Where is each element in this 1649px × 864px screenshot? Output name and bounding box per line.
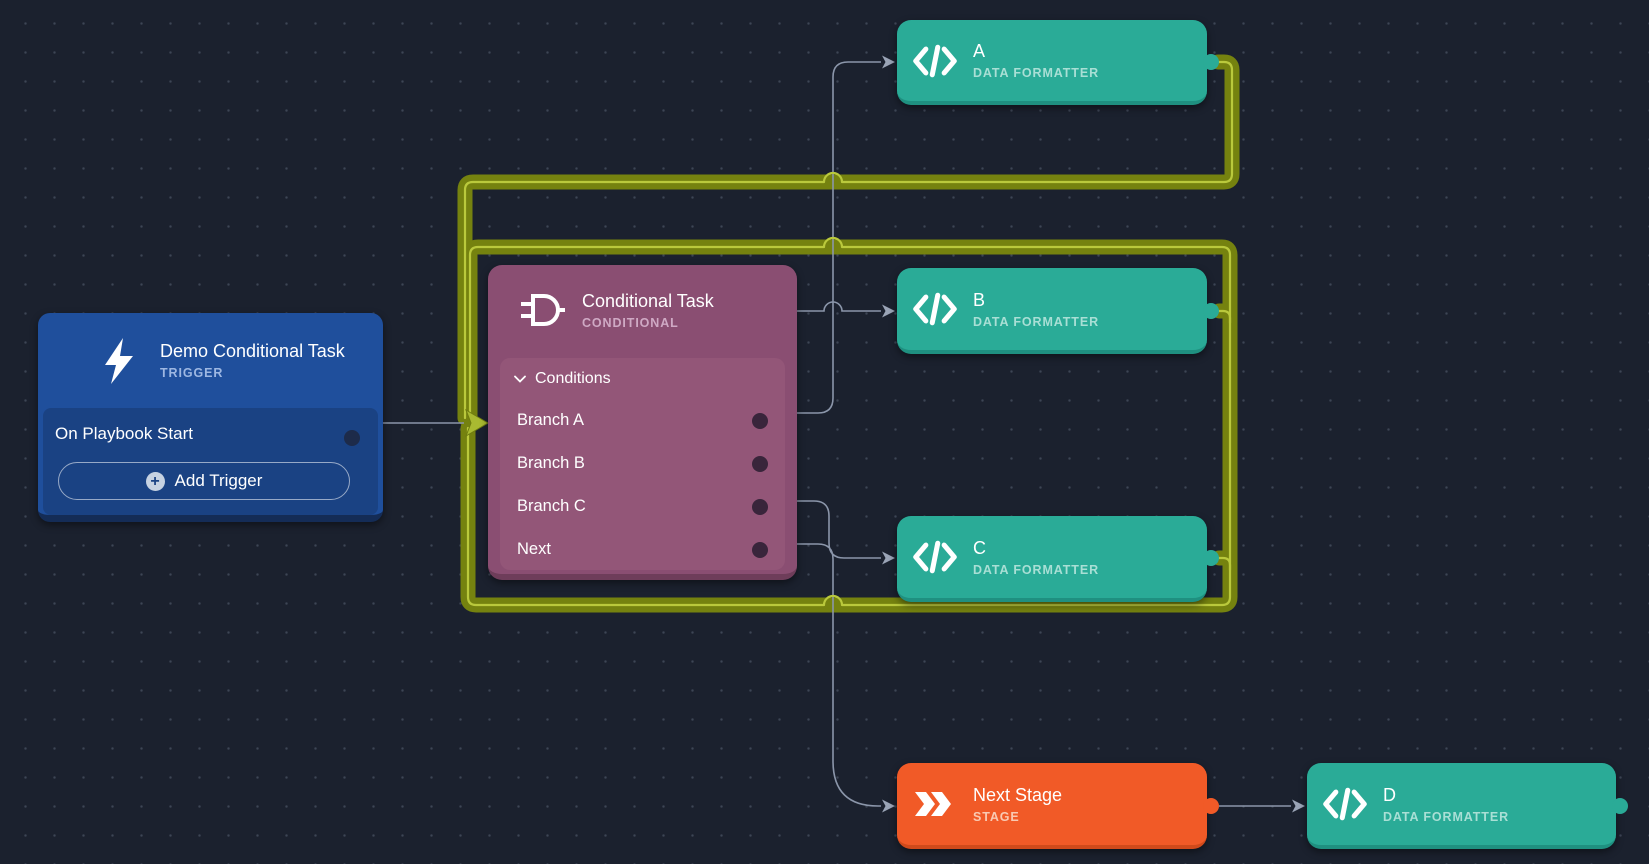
next-stage-node[interactable]: Next Stage STAGE — [897, 763, 1207, 849]
code-icon — [913, 43, 957, 79]
code-icon — [913, 539, 957, 575]
trigger-output-port[interactable] — [344, 430, 360, 446]
chevron-down-icon — [514, 375, 526, 383]
formatter-c-title: C — [973, 537, 986, 558]
trigger-node-title: Demo Conditional Task — [160, 341, 345, 361]
branch-a-label: Branch A — [517, 411, 584, 429]
conditional-node[interactable]: Conditional Task CONDITIONAL Conditions … — [488, 265, 797, 580]
formatter-b-node[interactable]: B DATA FORMATTER — [897, 268, 1207, 354]
stage-chevrons-icon — [913, 792, 957, 816]
branch-row-a[interactable]: Branch A — [500, 399, 785, 442]
branch-b-port[interactable] — [752, 456, 768, 472]
trigger-row-label: On Playbook Start — [55, 424, 193, 443]
branch-b-label: Branch B — [517, 454, 585, 472]
formatter-a-type-label: DATA FORMATTER — [973, 66, 1100, 80]
formatter-d-title: D — [1383, 784, 1396, 805]
loop-edge-around — [466, 236, 1232, 607]
next-stage-title: Next Stage — [973, 784, 1063, 805]
formatter-c-type-label: DATA FORMATTER — [973, 562, 1100, 577]
conditions-header-label: Conditions — [535, 369, 611, 387]
add-trigger-label: Add Trigger — [174, 471, 263, 490]
code-icon — [1323, 786, 1367, 822]
next-stage-output-port[interactable] — [1203, 798, 1219, 814]
arrowhead-into-c — [882, 551, 895, 565]
next-stage-type-label: STAGE — [973, 809, 1020, 824]
arrowhead-into-a — [882, 55, 895, 69]
code-icon — [913, 291, 957, 327]
formatter-a-node[interactable]: A DATA FORMATTER — [897, 20, 1207, 105]
trigger-node-type-label: TRIGGER — [160, 366, 224, 380]
branch-c-port[interactable] — [752, 499, 768, 515]
formatter-d-output-port[interactable] — [1612, 798, 1628, 814]
highlighted-entry-arrowhead — [465, 408, 489, 438]
conditions-collapse-header[interactable]: Conditions — [500, 358, 785, 399]
edge-branch-a-to-formatter-a — [797, 61, 881, 414]
branch-c-label: Branch C — [517, 497, 586, 515]
loop-tap-from-c — [1217, 556, 1232, 572]
edge-next-to-stage — [797, 543, 881, 807]
lightning-bolt-icon — [102, 337, 136, 384]
formatter-b-title: B — [973, 289, 986, 310]
conditions-panel: Conditions Branch A Branch B Branch C Ne… — [500, 358, 785, 570]
plus-icon: + — [145, 471, 165, 491]
trigger-row-on-playbook-start[interactable]: On Playbook Start — [43, 408, 378, 460]
edge-branch-c-to-formatter-c — [797, 500, 881, 559]
edge-conditional-to-formatter-b — [797, 301, 881, 312]
arrowhead-into-d — [1292, 799, 1305, 813]
add-trigger-button[interactable]: + Add Trigger — [58, 462, 350, 500]
loop-edge-from-a — [463, 60, 1234, 420]
formatter-c-node[interactable]: C DATA FORMATTER — [897, 516, 1207, 602]
formatter-b-type-label: DATA FORMATTER — [973, 314, 1100, 329]
formatter-d-type-label: DATA FORMATTER — [1383, 809, 1510, 824]
trigger-panel: On Playbook Start + Add Trigger — [43, 408, 378, 515]
branch-next-label: Next — [517, 540, 551, 558]
highlighted-loop-lines[interactable] — [463, 60, 1234, 607]
branch-row-b[interactable]: Branch B — [500, 442, 785, 485]
formatter-c-output-port[interactable] — [1203, 550, 1219, 566]
conditional-node-type-label: CONDITIONAL — [582, 315, 679, 330]
formatter-b-output-port[interactable] — [1203, 303, 1219, 319]
formatter-d-node[interactable]: D DATA FORMATTER — [1307, 763, 1616, 849]
branch-a-port[interactable] — [752, 413, 768, 429]
arrowhead-into-b — [882, 304, 895, 318]
logic-gate-icon — [520, 291, 566, 329]
conditional-node-title: Conditional Task — [582, 290, 714, 311]
gray-arrowheads — [882, 55, 1305, 813]
formatter-a-output-port[interactable] — [1203, 54, 1219, 70]
formatter-a-title: A — [973, 41, 986, 61]
branch-row-next[interactable]: Next — [500, 528, 785, 571]
arrowhead-into-stage — [882, 799, 895, 813]
branch-row-c[interactable]: Branch C — [500, 485, 785, 528]
branch-next-port[interactable] — [752, 542, 768, 558]
loop-tap-from-b — [1217, 309, 1232, 325]
trigger-node[interactable]: Demo Conditional Task TRIGGER On Playboo… — [38, 313, 383, 522]
